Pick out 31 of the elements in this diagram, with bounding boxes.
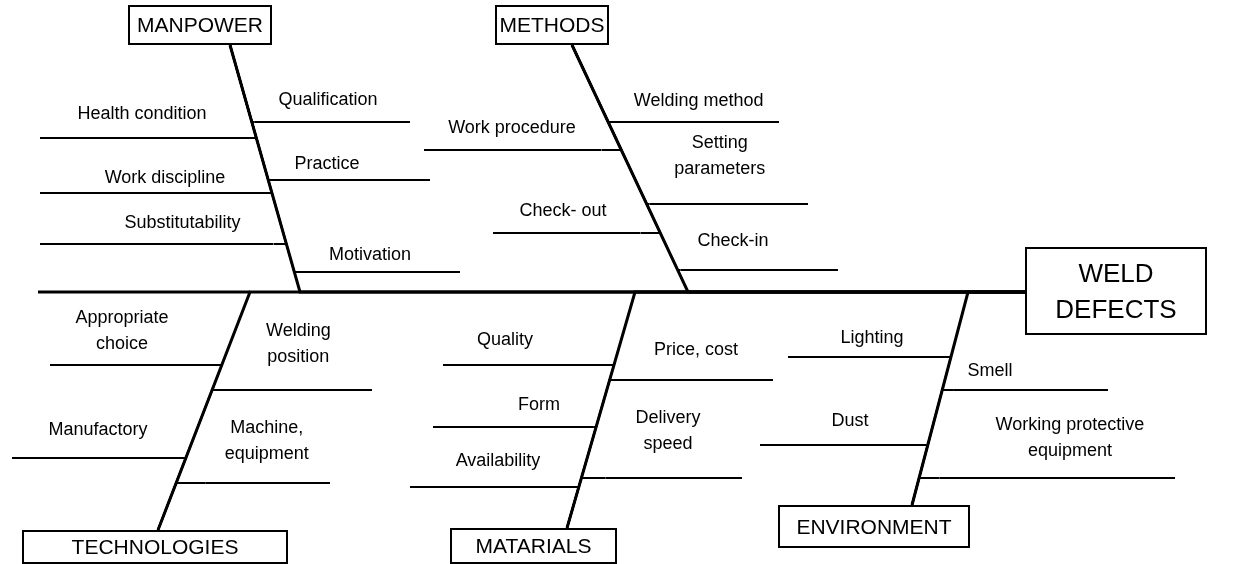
category-box: TECHNOLOGIES [22,530,288,564]
cause-label: Health condition [40,100,243,139]
cause-label: Machine, equipment [205,414,330,484]
category-box: MANPOWER [128,5,272,45]
cause-label: Substitutability [40,209,274,245]
cause-label: Motivation [297,241,460,273]
category-box: ENVIRONMENT [778,505,970,548]
category-box: METHODS [495,5,609,45]
cause-label: Form [433,391,594,428]
category-box: MATARIALS [450,528,617,564]
cause-label: Quality [443,326,611,366]
cause-label: Lighting [788,324,948,358]
cause-label: Qualification [254,86,410,123]
cause-label: Price, cost [625,336,773,381]
cause-label: Work procedure [424,114,602,151]
cause-label: Smell [953,357,1108,391]
cause-label: Check-in [680,227,838,271]
cause-label: Practice [271,150,430,181]
cause-label: Availability [410,447,576,488]
bone-line [910,290,1025,506]
cause-label: Welding position [243,317,372,391]
cause-label: Manufactory [12,416,183,459]
cause-label: Check- out [493,197,641,234]
cause-label: Work discipline [40,164,261,194]
effect-box: WELD DEFECTS [1025,247,1207,335]
cause-label: Setting parameters [649,129,808,205]
cause-label: Appropriate choice [50,304,219,366]
cause-label: Working protective equipment [939,411,1175,479]
cause-label: Delivery speed [605,404,742,479]
cause-label: Welding method [611,87,779,123]
cause-label: Dust [760,407,925,446]
